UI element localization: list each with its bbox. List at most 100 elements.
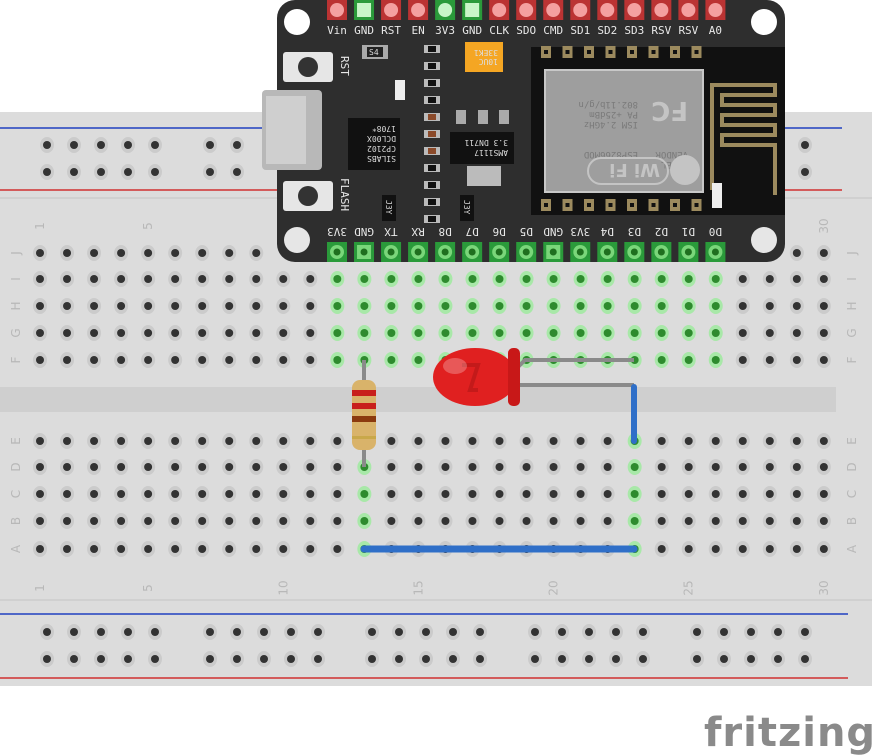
hole-I18[interactable] bbox=[492, 271, 507, 287]
rail-hole[interactable] bbox=[40, 651, 54, 667]
hole-I1[interactable] bbox=[33, 271, 47, 287]
hole-F14[interactable] bbox=[384, 352, 399, 368]
hole-F29[interactable] bbox=[789, 352, 804, 368]
rail-hole[interactable] bbox=[67, 651, 81, 667]
hole-C21[interactable] bbox=[573, 486, 588, 502]
hole-E9[interactable] bbox=[249, 433, 264, 449]
hole-H28[interactable] bbox=[762, 298, 777, 314]
hole-F1[interactable] bbox=[33, 352, 47, 368]
hole-E4[interactable] bbox=[114, 433, 129, 449]
pin-bottom-d5[interactable]: D5 bbox=[516, 225, 537, 262]
hole-J29[interactable] bbox=[789, 245, 804, 261]
hole-D27[interactable] bbox=[735, 459, 750, 475]
rail-hole[interactable] bbox=[148, 624, 162, 640]
hole-I29[interactable] bbox=[789, 271, 804, 287]
hole-E16[interactable] bbox=[438, 433, 453, 449]
hole-E12[interactable] bbox=[330, 433, 345, 449]
rail-hole[interactable] bbox=[148, 651, 162, 667]
rail-hole[interactable] bbox=[311, 624, 325, 640]
hole-C3[interactable] bbox=[87, 486, 102, 502]
hole-E10[interactable] bbox=[276, 433, 291, 449]
hole-G5[interactable] bbox=[141, 325, 156, 341]
hole-H18[interactable] bbox=[492, 298, 507, 314]
pin-bottom-d4[interactable]: D4 bbox=[597, 225, 618, 262]
hole-G4[interactable] bbox=[114, 325, 129, 341]
hole-H27[interactable] bbox=[735, 298, 750, 314]
hole-H14[interactable] bbox=[384, 298, 399, 314]
hole-A30[interactable] bbox=[816, 541, 831, 557]
rail-hole[interactable] bbox=[555, 624, 569, 640]
hole-I4[interactable] bbox=[114, 271, 129, 287]
hole-J6[interactable] bbox=[168, 245, 183, 261]
hole-I16[interactable] bbox=[438, 271, 453, 287]
rail-hole[interactable] bbox=[446, 624, 460, 640]
hole-I27[interactable] bbox=[735, 271, 750, 287]
hole-B21[interactable] bbox=[573, 513, 588, 529]
hole-J8[interactable] bbox=[222, 245, 237, 261]
hole-E28[interactable] bbox=[762, 433, 777, 449]
pin-top-en[interactable]: EN bbox=[408, 0, 429, 37]
rail-hole[interactable] bbox=[203, 137, 217, 153]
pin-top-cmd[interactable]: CMD bbox=[543, 0, 564, 37]
hole-F11[interactable] bbox=[303, 352, 318, 368]
hole-I14[interactable] bbox=[384, 271, 399, 287]
hole-D3[interactable] bbox=[87, 459, 102, 475]
hole-F12[interactable] bbox=[330, 352, 345, 368]
hole-C1[interactable] bbox=[33, 486, 47, 502]
hole-I28[interactable] bbox=[762, 271, 777, 287]
rail-hole[interactable] bbox=[555, 651, 569, 667]
hole-I19[interactable] bbox=[519, 271, 534, 287]
hole-C15[interactable] bbox=[411, 486, 426, 502]
hole-I6[interactable] bbox=[168, 271, 183, 287]
hole-C26[interactable] bbox=[708, 486, 723, 502]
hole-E8[interactable] bbox=[222, 433, 237, 449]
hole-D1[interactable] bbox=[33, 459, 47, 475]
hole-C13[interactable] bbox=[357, 486, 372, 502]
pin-bottom-3v3[interactable]: 3V3 bbox=[570, 225, 591, 262]
rail-hole[interactable] bbox=[230, 651, 244, 667]
rail-hole[interactable] bbox=[40, 624, 54, 640]
hole-C22[interactable] bbox=[600, 486, 615, 502]
pin-bottom-d6[interactable]: D6 bbox=[489, 225, 510, 262]
hole-F25[interactable] bbox=[681, 352, 696, 368]
hole-E14[interactable] bbox=[384, 433, 399, 449]
hole-J7[interactable] bbox=[195, 245, 210, 261]
hole-C23[interactable] bbox=[627, 486, 642, 502]
hole-E18[interactable] bbox=[492, 433, 507, 449]
hole-C28[interactable] bbox=[762, 486, 777, 502]
hole-H24[interactable] bbox=[654, 298, 669, 314]
hole-B16[interactable] bbox=[438, 513, 453, 529]
hole-F3[interactable] bbox=[87, 352, 102, 368]
hole-A6[interactable] bbox=[168, 541, 183, 557]
hole-A26[interactable] bbox=[708, 541, 723, 557]
rail-hole[interactable] bbox=[690, 651, 704, 667]
hole-G11[interactable] bbox=[303, 325, 318, 341]
hole-H30[interactable] bbox=[816, 298, 831, 314]
hole-C11[interactable] bbox=[303, 486, 318, 502]
hole-C29[interactable] bbox=[789, 486, 804, 502]
hole-E3[interactable] bbox=[87, 433, 102, 449]
hole-A8[interactable] bbox=[222, 541, 237, 557]
hole-E29[interactable] bbox=[789, 433, 804, 449]
rail-hole[interactable] bbox=[148, 137, 162, 153]
hole-H11[interactable] bbox=[303, 298, 318, 314]
hole-B12[interactable] bbox=[330, 513, 345, 529]
rail-hole[interactable] bbox=[528, 624, 542, 640]
hole-D16[interactable] bbox=[438, 459, 453, 475]
rail-hole[interactable] bbox=[257, 624, 271, 640]
hole-A28[interactable] bbox=[762, 541, 777, 557]
hole-C6[interactable] bbox=[168, 486, 183, 502]
hole-H21[interactable] bbox=[573, 298, 588, 314]
hole-I12[interactable] bbox=[330, 271, 345, 287]
hole-C18[interactable] bbox=[492, 486, 507, 502]
hole-J5[interactable] bbox=[141, 245, 156, 261]
hole-G9[interactable] bbox=[249, 325, 264, 341]
rail-hole[interactable] bbox=[94, 164, 108, 180]
hole-B14[interactable] bbox=[384, 513, 399, 529]
hole-B30[interactable] bbox=[816, 513, 831, 529]
hole-G20[interactable] bbox=[546, 325, 561, 341]
hole-D19[interactable] bbox=[519, 459, 534, 475]
hole-I9[interactable] bbox=[249, 271, 264, 287]
rail-hole[interactable] bbox=[203, 651, 217, 667]
hole-G18[interactable] bbox=[492, 325, 507, 341]
